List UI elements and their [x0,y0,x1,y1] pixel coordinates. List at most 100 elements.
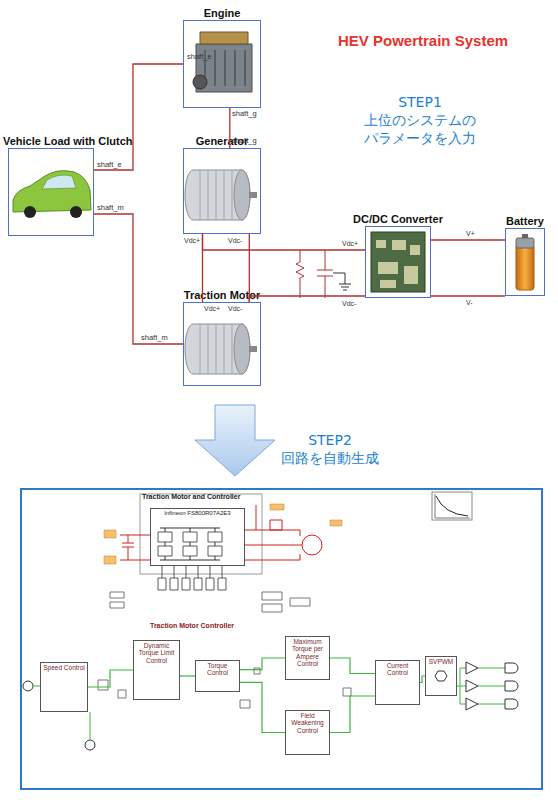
port-name: shaft_e [97,160,122,169]
gate-buffers [466,662,478,710]
schematic-frame: Traction Motor and ControllerInfineon FS… [20,488,543,790]
motor-body [185,324,250,374]
system-block: Traction Motor [183,302,261,386]
wire [431,239,505,240]
control-block: SVPWM [425,656,457,696]
node-title: Traction Motor and Controller [142,493,240,500]
step-arrow [195,405,275,476]
converter-parts [376,240,420,288]
battery-terminal [522,234,528,238]
gate-wires [162,566,222,578]
node-title: Infineon FS800R07A2E3 [151,509,244,516]
battery-cell [516,244,534,290]
system-block: Generator [183,148,261,234]
control-block: Dynamic Torque Limit Control [133,640,180,700]
system-block: Engine [183,20,261,108]
graph-curve [436,496,468,516]
port-tags [104,504,342,564]
wire [229,108,230,148]
pin-name: Vdc+ [204,305,220,312]
igbt-symbols [158,532,222,556]
node-title: Speed Control [41,663,87,672]
gate-outputs [505,663,518,709]
node-title: SVPWM [426,657,456,666]
node-title: Current Control [376,661,419,678]
diagram-title: HEV Powertrain System [338,32,508,49]
port-name: shaft_g [232,109,257,118]
pin-name: Vdc- [228,237,242,244]
signal-source [85,740,95,750]
dc-link-resistor-capacitor [296,250,333,298]
gate-drivers [158,578,226,590]
gate-signal-lines [457,668,505,704]
car-wheel [24,206,36,218]
step-description: 上位のシステムの パラメータを入力 [355,112,485,147]
node-title: DC/DC Converter [353,213,443,225]
port-name: shaft_e [187,52,212,61]
signal-line [420,676,425,683]
wire [249,234,250,302]
signal-line [180,675,195,676]
battery-cap [516,238,534,248]
system-block: Vehicle Load with Clutch [8,148,94,236]
wire [94,64,183,170]
signal-line [330,696,375,733]
motor-shaft [249,346,257,352]
port-name: shaft_m [141,333,168,342]
system-block: Battery [505,228,545,296]
pin-name: V+ [466,230,475,237]
port-name: shaft_m [97,203,124,212]
group-label: Traction Motor Controller [150,622,234,629]
car-body [13,171,91,212]
signal-source [23,681,33,691]
power-wiring [120,505,302,560]
node-title: Engine [204,7,241,19]
control-block: Speed Control [40,662,88,712]
node-title: Maximum Torque per Ampere Control [286,637,329,669]
node-title: Dynamic Torque Limit Control [134,641,179,665]
step-label: STEP2 [265,432,395,450]
car-wheel [70,206,82,218]
pin-name: Vdc- [342,300,356,307]
node-title: Field Weakening Control [286,711,329,735]
wire [202,234,203,302]
generator-face [234,170,250,220]
signal-line [240,682,285,732]
svpwm-hex [435,671,447,681]
inverter-module: Infineon FS800R07A2E3 [150,508,245,566]
system-block: DC/DC Converter [365,226,431,298]
wire [431,295,505,296]
control-block: Maximum Torque per Ampere Control [285,636,330,680]
subsystem-frame [140,494,262,574]
node-title: Torque Control [196,661,239,678]
motor-face [234,324,250,374]
port-name: shaft_g [232,136,257,145]
car-window [42,175,76,189]
generator-shaft [249,192,257,198]
signal-line [88,670,133,687]
control-block: Torque Control [195,660,240,692]
control-block: Current Control [375,660,420,705]
ground-symbol [333,273,351,290]
step-description: 回路を自動生成 [265,450,395,468]
measurement-blocks [110,592,310,612]
engine-pulley [193,75,207,89]
node-title: Traction Motor [184,289,260,301]
engine-cover [200,32,248,44]
node-title: Battery [506,215,544,227]
wire [94,214,183,344]
control-block: Field Weakening Control [285,710,330,755]
generator-fins [200,170,232,220]
pin-name: V- [466,299,473,306]
node-title: Vehicle Load with Clutch [3,135,133,147]
graph-inset [432,492,472,520]
signal-line [240,658,285,670]
generator-body [185,170,250,220]
wire [203,234,366,250]
converter-board [371,232,425,292]
step-label: STEP1 [355,94,485,112]
signal-line [330,658,375,674]
pin-name: Vdc+ [342,240,358,247]
pin-name: Vdc+ [184,237,200,244]
